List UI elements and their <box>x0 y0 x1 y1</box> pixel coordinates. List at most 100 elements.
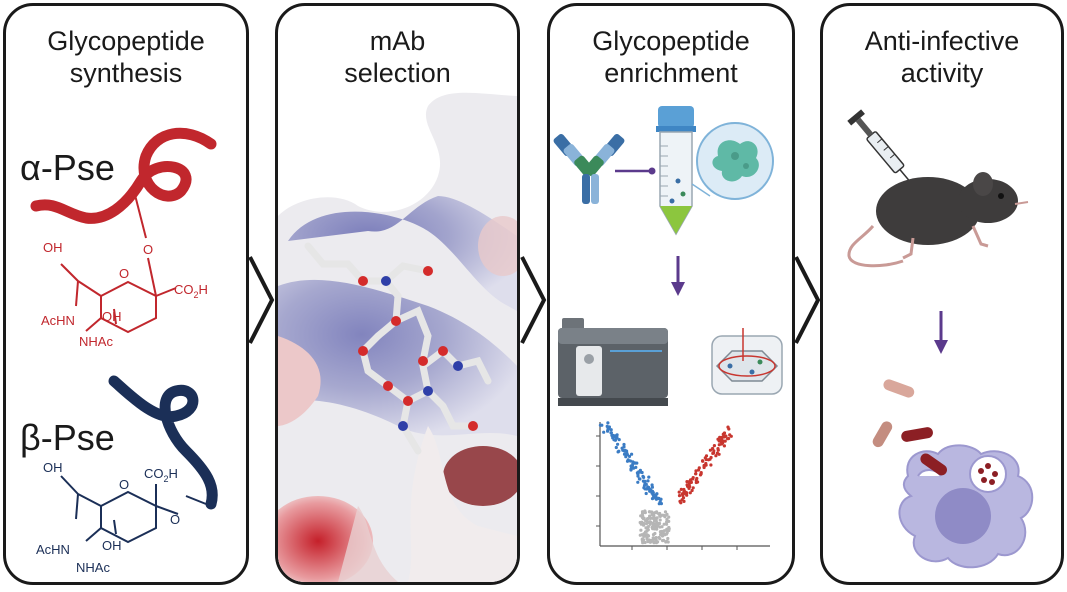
volcano-point <box>598 423 602 427</box>
volcano-point <box>643 509 647 513</box>
beta-co2h: CO2H <box>144 466 178 484</box>
beta-oh-low: OH <box>102 538 122 553</box>
macrophage-cell-icon <box>898 444 1034 569</box>
volcano-point <box>605 424 609 428</box>
volcano-point <box>694 472 698 476</box>
volcano-point <box>644 491 648 496</box>
volcano-point <box>646 479 650 483</box>
volcano-point <box>625 459 630 463</box>
volcano-point <box>702 465 706 470</box>
volcano-point <box>642 486 646 490</box>
beta-nhac: NHAc <box>76 560 110 575</box>
chevron-arrow-icon <box>248 256 275 344</box>
volcano-point <box>654 536 658 540</box>
volcano-point <box>602 430 606 434</box>
volcano-point <box>639 520 644 524</box>
volcano-point <box>629 468 633 472</box>
alpha-pse-label: α-Pse <box>20 147 115 188</box>
alpha-o-link: O <box>143 242 153 257</box>
volcano-point <box>614 445 618 450</box>
volcano-point <box>658 518 662 522</box>
alpha-co2h: CO2H <box>174 282 208 300</box>
volcano-point <box>620 446 624 450</box>
volcano-point <box>625 451 629 455</box>
volcano-point <box>691 486 695 490</box>
volcano-point <box>643 479 647 483</box>
volcano-point <box>704 457 708 462</box>
panel-title-line1: Anti-infective <box>864 26 1020 56</box>
alpha-o-ring: O <box>119 266 129 281</box>
panel-title-line2: selection <box>344 58 451 88</box>
volcano-point <box>638 470 642 474</box>
volcano-point <box>666 536 670 541</box>
volcano-point <box>659 529 664 534</box>
volcano-point <box>726 437 730 441</box>
volcano-point <box>653 523 657 527</box>
bacteria-icon <box>872 379 933 448</box>
volcano-point <box>717 452 721 456</box>
beta-pse-structure <box>60 475 179 544</box>
volcano-point <box>651 537 656 541</box>
volcano-point <box>682 487 686 492</box>
volcano-point <box>695 476 699 481</box>
volcano-point <box>667 515 671 519</box>
volcano-point <box>728 433 732 437</box>
volcano-point <box>663 533 667 537</box>
volcano-point <box>646 485 650 489</box>
volcano-point <box>656 540 660 544</box>
volcano-point <box>630 452 634 456</box>
volcano-point <box>650 497 655 501</box>
volcano-point <box>685 483 689 487</box>
alpha-chem-labels: OH O O CO2H OH AcHN NHAc <box>41 240 208 349</box>
volcano-point <box>656 521 660 525</box>
volcano-point <box>697 466 701 470</box>
volcano-point <box>721 439 725 443</box>
volcano-point <box>663 515 667 519</box>
chevron-arrow-icon <box>794 256 821 344</box>
volcano-point <box>688 491 692 495</box>
volcano-point <box>726 425 730 429</box>
volcano-point <box>652 514 656 518</box>
ligand-oxygen-atoms <box>358 266 478 431</box>
panel-title-line2: synthesis <box>69 58 183 88</box>
panel-title-line2: activity <box>900 58 984 88</box>
volcano-point <box>677 490 681 494</box>
volcano-point <box>662 522 666 526</box>
volcano-point <box>716 448 720 452</box>
volcano-point <box>699 471 703 475</box>
volcano-point <box>704 454 709 458</box>
volcano-point <box>688 484 692 489</box>
volcano-point <box>701 459 705 463</box>
volcano-point <box>659 497 663 501</box>
volcano-point <box>609 428 613 432</box>
volcano-point <box>654 511 658 515</box>
volcano-point <box>665 517 669 522</box>
volcano-point <box>650 483 654 487</box>
synthesis-illustration: OH O O CO2H OH AcHN NHAc OH O O CO2H <box>30 127 218 575</box>
volcano-point <box>653 531 657 536</box>
volcano-point <box>641 474 645 478</box>
beta-o-ring: O <box>119 477 129 492</box>
alpha-pse-structure <box>60 257 177 334</box>
volcano-point <box>655 516 659 520</box>
volcano-plot <box>596 421 770 550</box>
volcano-point <box>681 493 685 498</box>
volcano-point <box>648 520 652 524</box>
volcano-point <box>665 520 669 524</box>
volcano-point <box>642 538 646 542</box>
volcano-point <box>716 437 720 441</box>
panel-title-line1: Glycopeptide <box>592 26 750 56</box>
mass-spectrometer-icon <box>558 318 668 406</box>
volcano-point <box>689 478 693 482</box>
volcano-point <box>714 454 718 458</box>
volcano-point <box>704 461 708 466</box>
volcano-point <box>661 539 665 543</box>
falcon-tube-icon <box>656 106 696 236</box>
volcano-point <box>645 536 649 540</box>
volcano-points <box>598 421 733 545</box>
volcano-point <box>696 480 700 484</box>
volcano-point <box>641 513 645 518</box>
panel-title-line1: mAb <box>369 26 426 56</box>
volcano-point <box>647 475 651 479</box>
panel-title-line2: enrichment <box>604 58 738 88</box>
